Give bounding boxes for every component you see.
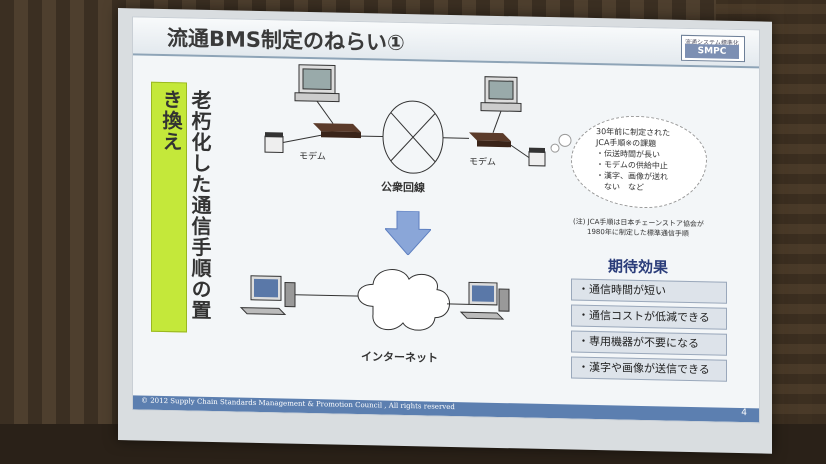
- effect-item: ・通信コストが低減できる: [571, 304, 727, 330]
- modem-left-label: モデム: [299, 151, 326, 163]
- logo-main-text: SMPC: [685, 43, 739, 60]
- logo: 流通システム標準化 SMPC: [681, 34, 745, 63]
- copyright-text: © 2012 Supply Chain Standards Management…: [141, 396, 455, 412]
- left-computer-icon: [239, 275, 296, 316]
- vertical-banner: 老朽化した通信手順の置き換え: [151, 81, 212, 333]
- effect-item: ・通信時間が短い: [571, 278, 727, 304]
- modem-right-label: モデム: [469, 157, 496, 168]
- down-arrow-icon: [385, 210, 431, 256]
- projection-screen: 流通BMS制定のねらい① 流通システム標準化 SMPC 老朽化した通信手順の置き…: [118, 8, 772, 454]
- internet-network-diagram: [239, 269, 510, 331]
- footnote: (注) JCA手順は日本チェーンストア協会が 1980年に制定した標準通信手順: [573, 217, 704, 240]
- page-number: 4: [741, 408, 747, 419]
- right-modem-icon: [469, 132, 511, 148]
- effect-item: ・漢字や画像が送信できる: [571, 356, 727, 382]
- right-phone-icon: [528, 147, 546, 167]
- left-modem-icon: [313, 123, 361, 139]
- public-line-label: 公衆回線: [381, 180, 425, 195]
- legacy-network-diagram: [264, 64, 572, 174]
- slide-title: 流通BMS制定のねらい①: [167, 26, 405, 56]
- footnote-line: 1980年に制定した標準通信手順: [573, 227, 689, 238]
- slide-footer: © 2012 Supply Chain Standards Management…: [133, 395, 759, 423]
- left-phone-icon: [264, 132, 284, 153]
- public-line-icon: [382, 100, 444, 174]
- effects-title: 期待効果: [608, 257, 669, 277]
- internet-label: インターネット: [361, 350, 438, 365]
- effect-item: ・専用機器が不要になる: [571, 330, 727, 356]
- internet-cloud-icon: [357, 269, 450, 331]
- note-line: ない など: [596, 182, 644, 193]
- issues-cloud: 30年前に制定された JCA手順※の課題 ・伝送時間が長い ・モデムの供給中止 …: [571, 114, 707, 210]
- right-monitor-icon: [480, 76, 522, 112]
- slide: 流通BMS制定のねらい① 流通システム標準化 SMPC 老朽化した通信手順の置き…: [132, 16, 760, 424]
- right-computer-icon: [459, 281, 510, 320]
- left-monitor-icon: [294, 64, 340, 103]
